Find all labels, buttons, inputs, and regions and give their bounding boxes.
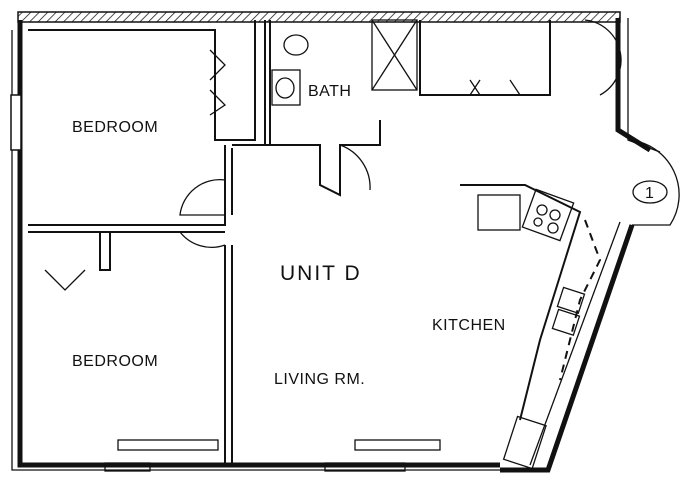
exterior-walls <box>10 11 661 473</box>
windows <box>104 439 441 472</box>
entry-marker-circle <box>632 180 668 204</box>
unit-label: UNIT D <box>280 262 362 285</box>
room-label-kitchen: KITCHEN <box>432 317 506 334</box>
room-label-living: LIVING RM. <box>274 371 365 388</box>
room-label-bedroom-bottom: BEDROOM <box>72 353 158 370</box>
entry-marker-label: 1 <box>645 185 654 202</box>
doors <box>44 19 680 291</box>
room-label-bath: BATH <box>308 83 351 100</box>
kitchen-counters <box>460 184 602 470</box>
bath-fixtures <box>271 19 418 106</box>
room-label-bedroom-top: BEDROOM <box>72 119 158 136</box>
interior-walls <box>28 20 551 465</box>
